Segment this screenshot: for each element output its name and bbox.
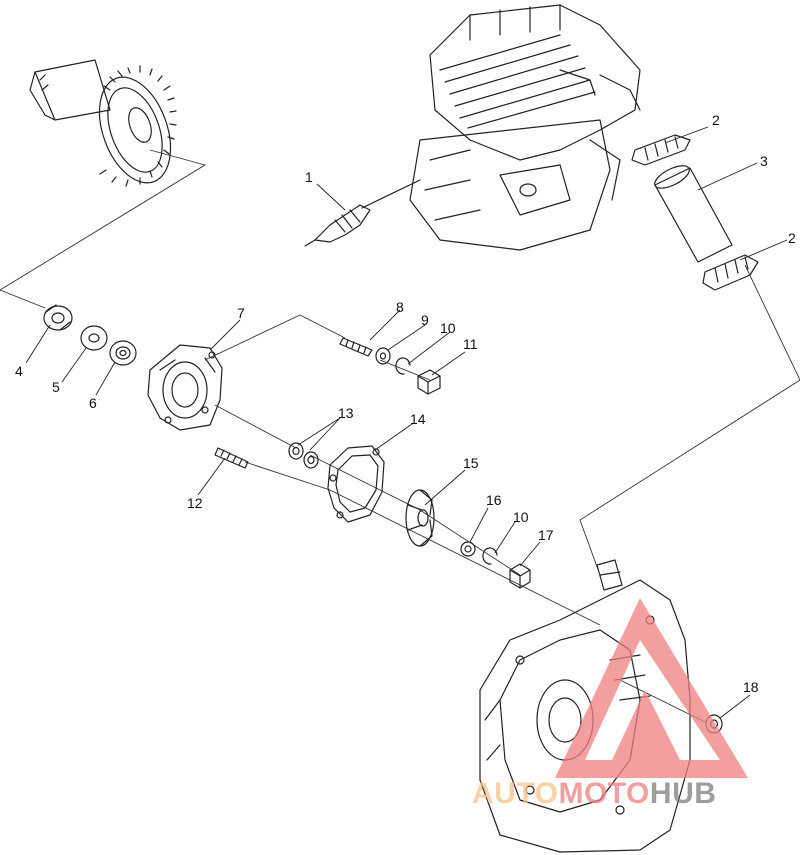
gasket-14 xyxy=(327,445,385,523)
callout-1: 1 xyxy=(305,169,313,185)
spark-plug xyxy=(304,179,421,247)
hose-clamp-upper xyxy=(631,134,691,166)
watermark-logo: AUTOMOTOHUB xyxy=(472,598,748,810)
coolant-hose xyxy=(654,165,733,263)
leader-lines xyxy=(25,126,788,719)
callout-13: 13 xyxy=(338,405,354,421)
callout-2b: 2 xyxy=(788,230,796,246)
washer-16 xyxy=(460,541,476,557)
watermark-part-auto: AUTO xyxy=(472,777,558,810)
stud-12 xyxy=(214,447,249,469)
callout-3: 3 xyxy=(760,153,768,169)
o-ring-13b xyxy=(303,451,319,469)
washer-9 xyxy=(375,347,391,365)
lock-washer-10 xyxy=(395,357,411,375)
hose-clamp-lower xyxy=(702,254,759,291)
seal-6 xyxy=(109,340,137,366)
callout-2a: 2 xyxy=(712,112,720,128)
nut-17 xyxy=(509,563,531,589)
watermark-inner-triangle xyxy=(612,690,680,760)
impeller-15 xyxy=(405,489,435,547)
callout-4: 4 xyxy=(15,363,23,379)
callout-7: 7 xyxy=(237,305,245,321)
callout-15: 15 xyxy=(463,455,479,471)
callout-17: 17 xyxy=(538,527,554,543)
callout-9: 9 xyxy=(421,312,429,328)
bearing-4 xyxy=(43,304,73,331)
watermark-part-moto: MOTO xyxy=(558,777,649,810)
callout-11: 11 xyxy=(463,336,478,352)
watermark-triangle xyxy=(555,598,748,778)
callout-8: 8 xyxy=(396,299,404,315)
nut-11 xyxy=(417,369,441,395)
callout-6: 6 xyxy=(89,395,97,411)
callout-16: 16 xyxy=(486,492,502,508)
seal-5 xyxy=(80,325,108,351)
lock-washer-10-lower xyxy=(482,547,498,565)
callout-18: 18 xyxy=(743,679,759,695)
stud-8 xyxy=(339,337,373,357)
callout-10a: 10 xyxy=(440,320,456,336)
callout-5: 5 xyxy=(52,379,60,395)
pump-body xyxy=(147,344,223,431)
gear-assembly xyxy=(29,59,177,187)
watermark-part-hub: HUB xyxy=(650,777,717,810)
callout-12: 12 xyxy=(187,495,203,511)
callouts: 1 2 2 3 4 5 6 7 8 9 10 11 12 13 14 15 16… xyxy=(15,112,796,695)
engine-cylinder-head xyxy=(409,4,641,251)
assembly-lines xyxy=(0,149,800,723)
watermark-text: AUTOMOTOHUB xyxy=(472,777,716,810)
callout-14: 14 xyxy=(410,411,426,427)
callout-10b: 10 xyxy=(513,509,529,525)
